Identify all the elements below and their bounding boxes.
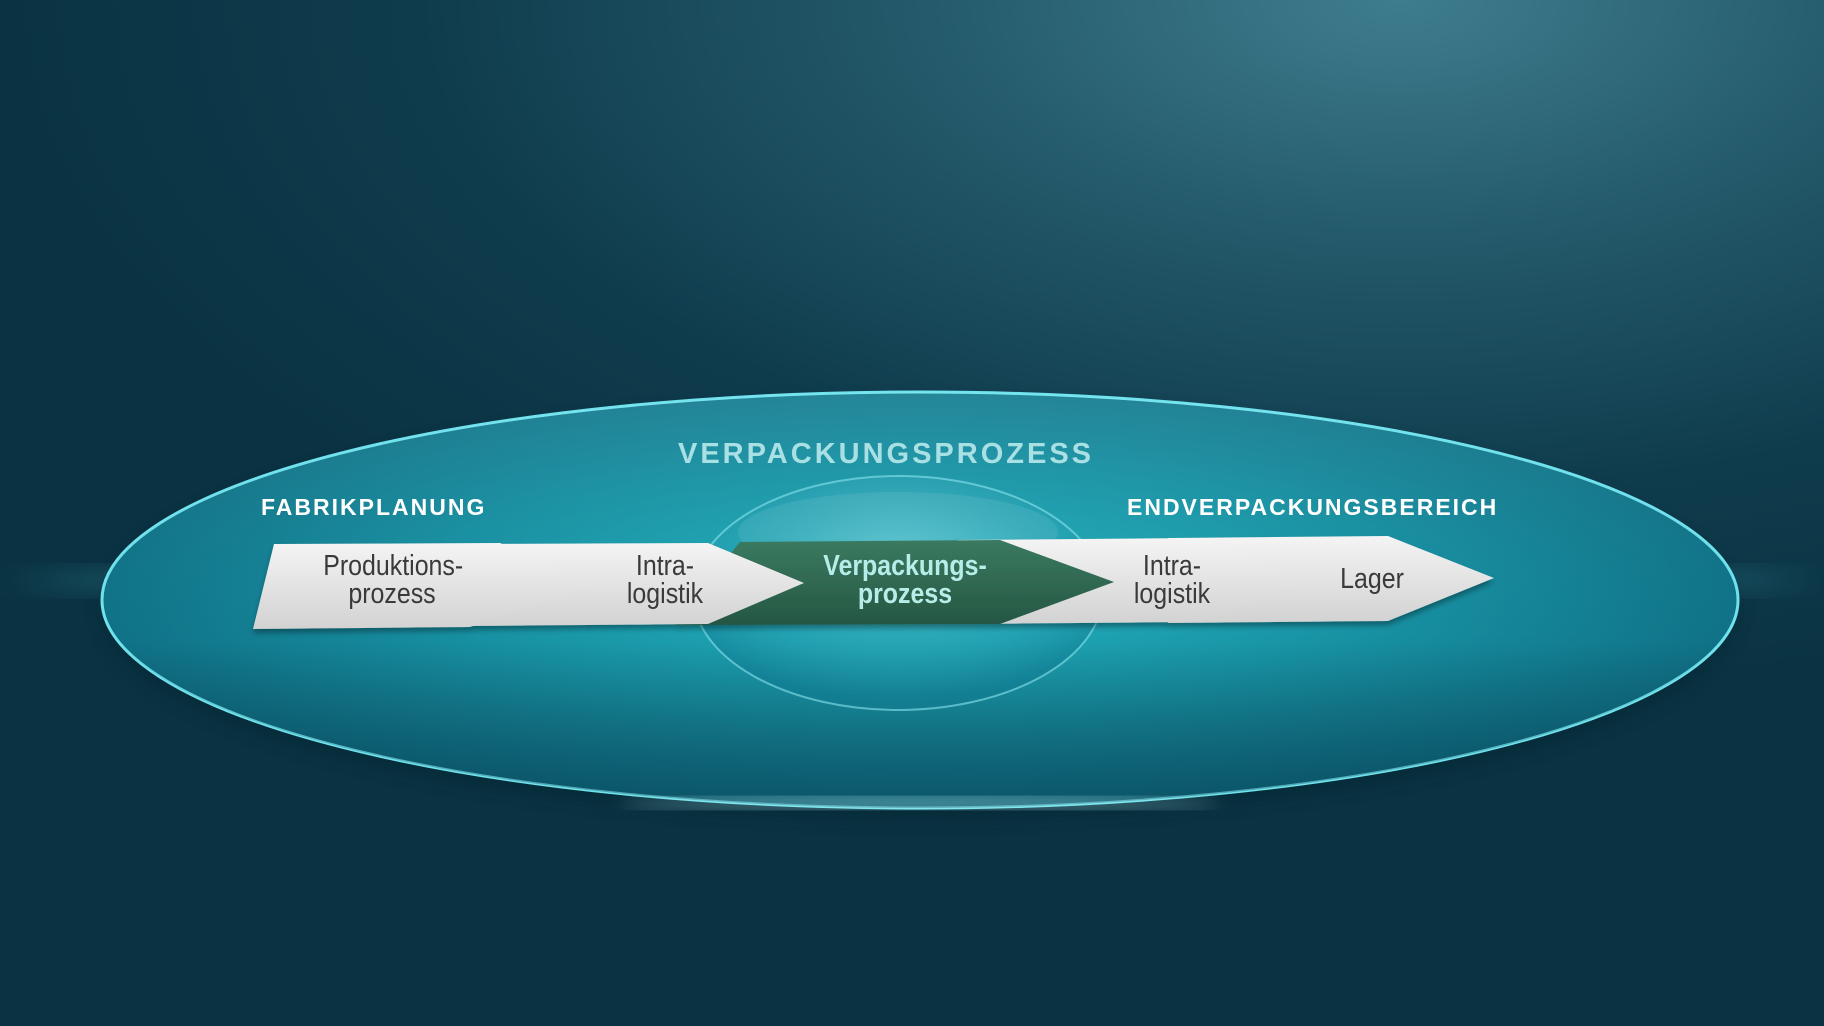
step-line: Produktions- xyxy=(323,552,461,580)
disc-rim-highlight xyxy=(620,797,1220,809)
step-intralogistik-1: Intra- logistik xyxy=(613,552,716,608)
label-endverpackungsbereich: ENDVERPACKUNGSBEREICH xyxy=(1127,494,1498,521)
label-fabrikplanung: FABRIKPLANUNG xyxy=(261,494,486,521)
step-produktionsprozess: Produktions- prozess xyxy=(323,552,461,608)
diagram-title: VERPACKUNGSPROZESS xyxy=(0,438,1772,471)
step-verpackungsprozess: Verpackungs- prozess xyxy=(815,552,996,608)
step-line: prozess xyxy=(323,580,461,608)
step-line: Intra- xyxy=(1120,552,1223,580)
step-line: Intra- xyxy=(613,552,716,580)
step-line: Lager xyxy=(1325,565,1420,593)
step-line: Verpackungs- xyxy=(815,552,996,580)
step-line: prozess xyxy=(815,580,996,608)
step-line: logistik xyxy=(613,580,716,608)
step-line: logistik xyxy=(1120,580,1223,608)
step-lager: Lager xyxy=(1325,565,1420,593)
step-intralogistik-2: Intra- logistik xyxy=(1120,552,1223,608)
